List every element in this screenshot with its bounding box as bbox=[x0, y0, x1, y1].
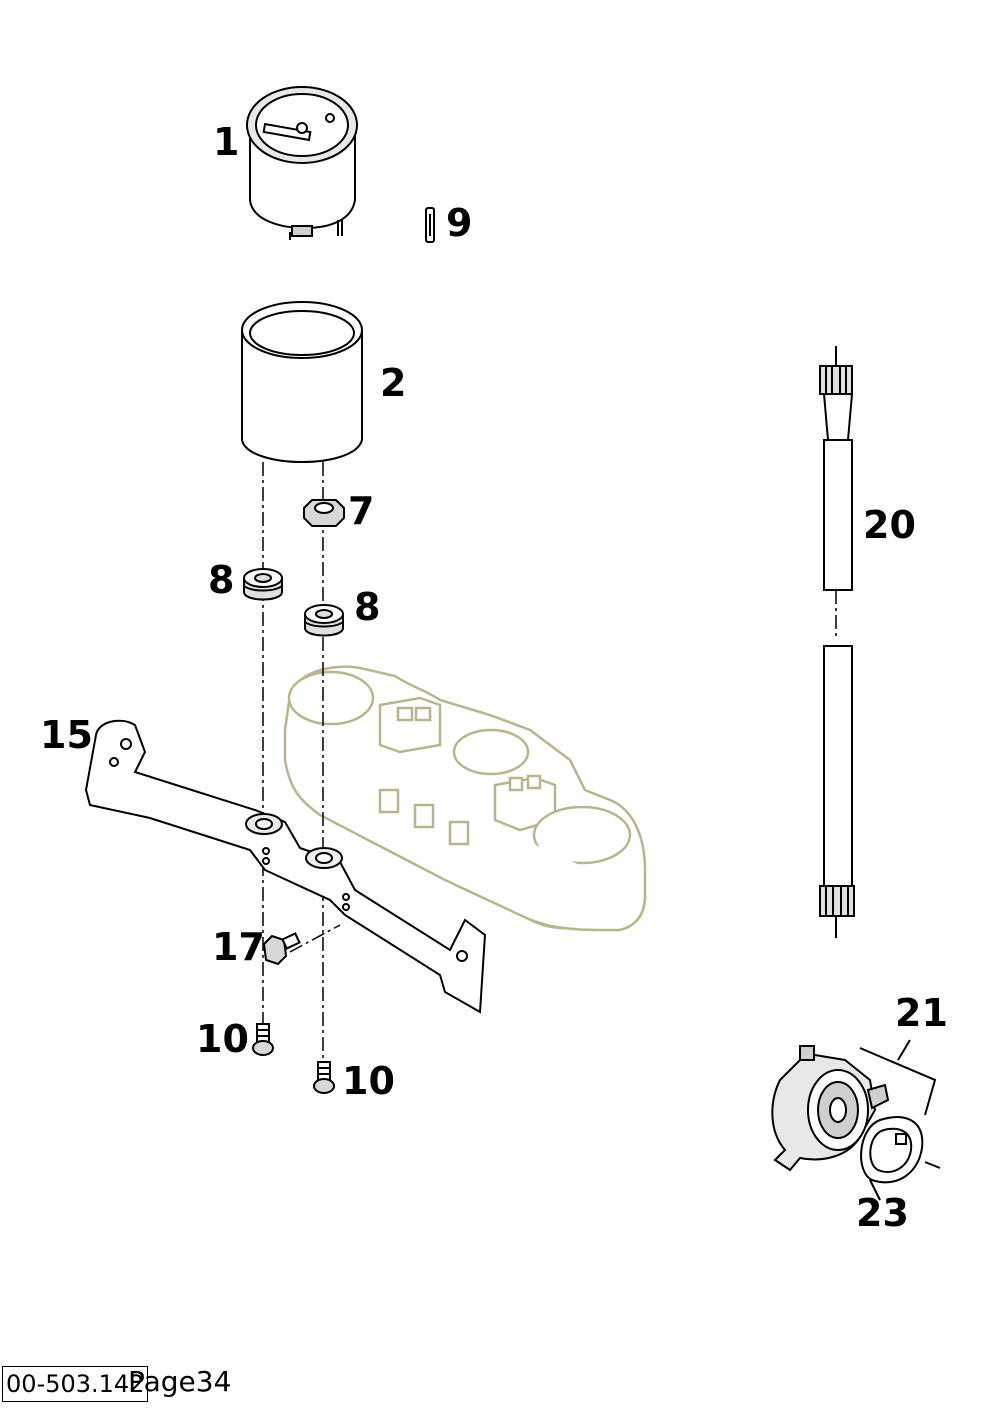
part-label-10-right: 10 bbox=[342, 1059, 395, 1103]
screw-right bbox=[313, 1061, 335, 1094]
rubber-bushing-left bbox=[243, 568, 283, 601]
screw-left bbox=[252, 1023, 274, 1056]
instrument-cup bbox=[241, 301, 363, 464]
part-label-17: 17 bbox=[212, 925, 265, 969]
leader-lines bbox=[859, 1039, 941, 1201]
retaining-washer bbox=[860, 1116, 924, 1184]
part-label-21: 21 bbox=[895, 991, 948, 1035]
flange-bolt bbox=[262, 932, 301, 966]
part-label-7: 7 bbox=[348, 489, 374, 533]
part-label-15: 15 bbox=[40, 713, 93, 757]
instrument-bracket bbox=[84, 719, 487, 1014]
part-label-8-left: 8 bbox=[208, 558, 234, 602]
part-label-20: 20 bbox=[863, 503, 916, 547]
assembly-axis-lines bbox=[262, 462, 837, 1060]
part-label-9: 9 bbox=[446, 201, 472, 245]
indicator-bulb bbox=[425, 207, 435, 243]
speedometer-cable bbox=[819, 346, 855, 938]
rubber-bushing-right bbox=[304, 604, 344, 637]
diagram-code: 00-503.142 bbox=[2, 1366, 149, 1402]
speedometer-drive bbox=[771, 1045, 890, 1172]
triple-clamp-outline bbox=[283, 665, 647, 932]
speedometer-gauge bbox=[246, 86, 358, 240]
page-number: Page34 bbox=[128, 1365, 232, 1398]
part-label-8-right: 8 bbox=[354, 585, 380, 629]
part-label-1: 1 bbox=[213, 120, 239, 164]
part-label-2: 2 bbox=[380, 361, 406, 405]
hex-nut bbox=[303, 499, 345, 527]
part-label-10-left: 10 bbox=[196, 1017, 249, 1061]
part-label-23: 23 bbox=[856, 1191, 909, 1235]
